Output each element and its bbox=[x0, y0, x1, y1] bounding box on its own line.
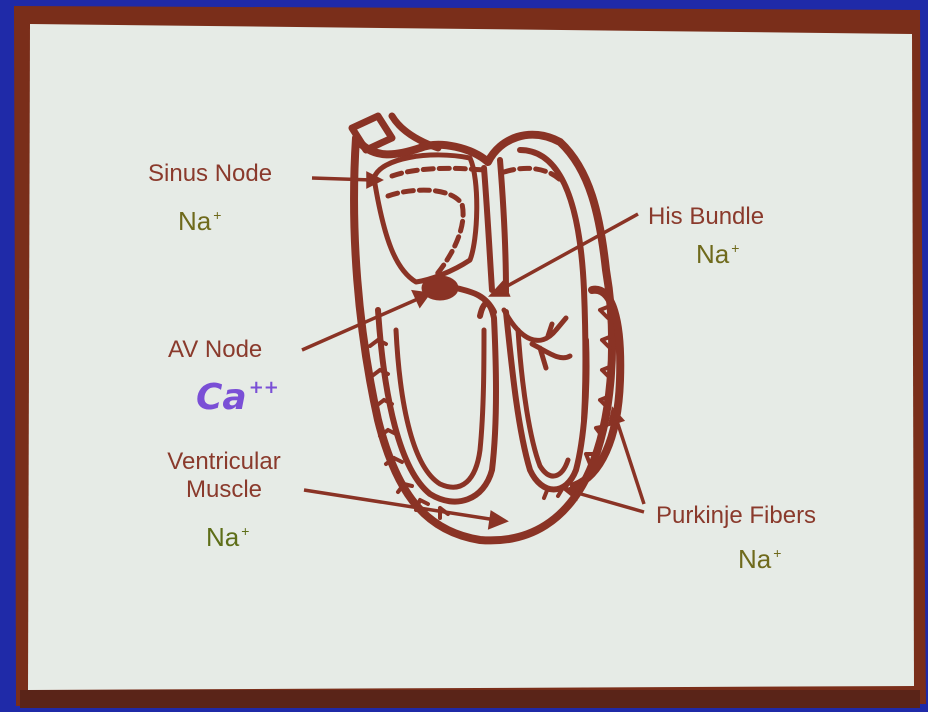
label-ventricular-line1: Ventricular bbox=[152, 448, 296, 476]
label-ventricular-line2: Muscle bbox=[152, 476, 296, 504]
ion-ventricular-muscle: Na+ bbox=[206, 516, 249, 552]
ion-sinus-node: Na+ bbox=[178, 200, 221, 236]
projection-screen bbox=[28, 24, 914, 690]
label-av-node: AV Node bbox=[168, 336, 262, 364]
ion-purkinje-fibers: Na+ bbox=[738, 538, 781, 574]
screen-bottom-edge bbox=[20, 690, 920, 708]
label-ventricular-muscle: Ventricular Muscle bbox=[152, 448, 296, 504]
ion-his-bundle: Na+ bbox=[696, 233, 739, 269]
ion-av-node: Ca++ bbox=[196, 368, 279, 418]
label-purkinje-fibers: Purkinje Fibers bbox=[656, 502, 816, 530]
label-his-bundle: His Bundle bbox=[648, 203, 764, 231]
label-sinus-node: Sinus Node bbox=[148, 160, 272, 188]
